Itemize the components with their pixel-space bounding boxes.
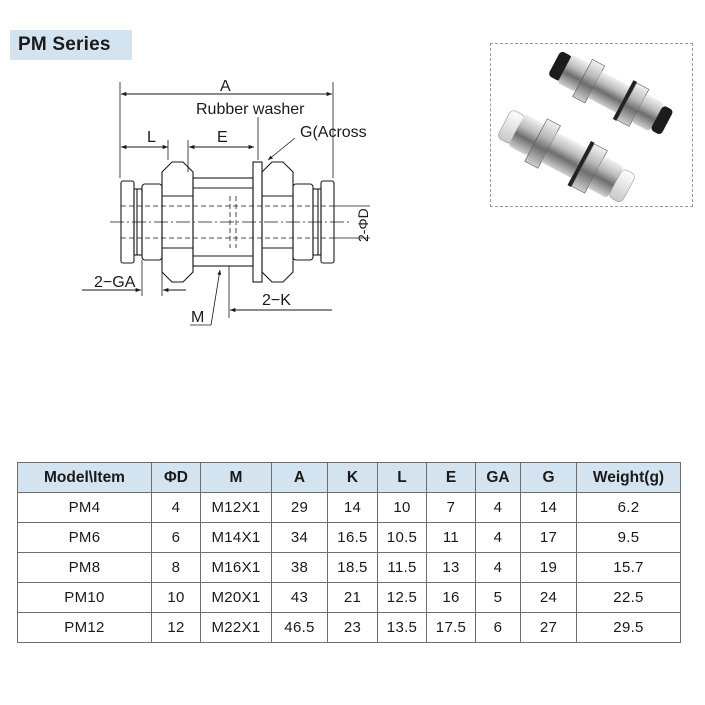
product-photo <box>490 43 693 207</box>
table-cell: 4 <box>475 522 521 553</box>
label-a: A <box>220 78 231 95</box>
table-cell: 9.5 <box>576 522 681 553</box>
table-cell: PM8 <box>17 552 152 583</box>
table-cell: 18.5 <box>327 552 378 583</box>
table-cell: 11 <box>426 522 476 553</box>
header-weight: Weight(g) <box>576 462 681 493</box>
spec-table: Model\Item ΦD M A K L E GA G Weight(g) P… <box>17 462 681 643</box>
label-m: M <box>191 309 204 326</box>
label-g-across-flat: G(Across flat) <box>300 124 370 141</box>
table-cell: 15.7 <box>576 552 681 583</box>
header-m: M <box>200 462 272 493</box>
table-cell: 10 <box>377 492 427 523</box>
label-ga: 2−GA <box>94 274 136 291</box>
table-cell: M22X1 <box>200 612 272 643</box>
table-cell: M14X1 <box>200 522 272 553</box>
table-cell: 12.5 <box>377 582 427 613</box>
table-cell: 27 <box>520 612 577 643</box>
table-cell: 6 <box>475 612 521 643</box>
header-g: G <box>520 462 577 493</box>
table-cell: 17 <box>520 522 577 553</box>
header-e: E <box>426 462 476 493</box>
table-cell: 4 <box>151 492 201 523</box>
table-cell: 12 <box>151 612 201 643</box>
table-cell: PM10 <box>17 582 152 613</box>
table-cell: 8 <box>151 552 201 583</box>
table-cell: 11.5 <box>377 552 427 583</box>
table-cell: 29.5 <box>576 612 681 643</box>
header-ga: GA <box>475 462 521 493</box>
table-cell: 7 <box>426 492 476 523</box>
table-cell: 19 <box>520 552 577 583</box>
table-row: PM12 12 M22X1 46.5 23 13.5 17.5 6 27 29.… <box>17 612 681 643</box>
table-cell: 4 <box>475 492 521 523</box>
table-row: PM6 6 M14X1 34 16.5 10.5 11 4 17 9.5 <box>17 522 681 553</box>
series-title: PM Series <box>10 30 132 60</box>
table-cell: M16X1 <box>200 552 272 583</box>
table-cell: 16 <box>426 582 476 613</box>
table-cell: 34 <box>271 522 328 553</box>
table-cell: PM6 <box>17 522 152 553</box>
bulkhead-union-fittings-photo-icon <box>498 51 673 202</box>
table-cell: 22.5 <box>576 582 681 613</box>
label-l: L <box>147 129 156 146</box>
table-cell: 5 <box>475 582 521 613</box>
technical-drawing: A Rubber washer L E G(Across flat) <box>82 78 370 326</box>
table-cell: 10 <box>151 582 201 613</box>
table-cell: 23 <box>327 612 378 643</box>
label-e: E <box>217 129 228 146</box>
label-k: 2−K <box>262 292 291 309</box>
table-cell: 46.5 <box>271 612 328 643</box>
header-phi-d: ΦD <box>151 462 201 493</box>
table-cell: 17.5 <box>426 612 476 643</box>
label-rubber-washer: Rubber washer <box>196 101 305 118</box>
table-cell: 14 <box>327 492 378 523</box>
table-cell: 43 <box>271 582 328 613</box>
table-cell: PM4 <box>17 492 152 523</box>
table-cell: 13 <box>426 552 476 583</box>
table-cell: 38 <box>271 552 328 583</box>
table-cell: 29 <box>271 492 328 523</box>
table-row: PM8 8 M16X1 38 18.5 11.5 13 4 19 15.7 <box>17 552 681 583</box>
table-header-row: Model\Item ΦD M A K L E GA G Weight(g) <box>17 462 681 493</box>
table-cell: 4 <box>475 552 521 583</box>
header-model: Model\Item <box>17 462 152 493</box>
table-row: PM4 4 M12X1 29 14 10 7 4 14 6.2 <box>17 492 681 523</box>
table-cell: 10.5 <box>377 522 427 553</box>
header-a: A <box>271 462 328 493</box>
table-cell: 6.2 <box>576 492 681 523</box>
table-cell: PM12 <box>17 612 152 643</box>
table-cell: M20X1 <box>200 582 272 613</box>
table-cell: 21 <box>327 582 378 613</box>
table-cell: 24 <box>520 582 577 613</box>
table-cell: M12X1 <box>200 492 272 523</box>
table-cell: 14 <box>520 492 577 523</box>
table-row: PM10 10 M20X1 43 21 12.5 16 5 24 22.5 <box>17 582 681 613</box>
label-phi-d: 2-ΦD <box>355 208 370 242</box>
table-cell: 16.5 <box>327 522 378 553</box>
header-l: L <box>377 462 427 493</box>
table-cell: 13.5 <box>377 612 427 643</box>
table-cell: 6 <box>151 522 201 553</box>
header-k: K <box>327 462 378 493</box>
